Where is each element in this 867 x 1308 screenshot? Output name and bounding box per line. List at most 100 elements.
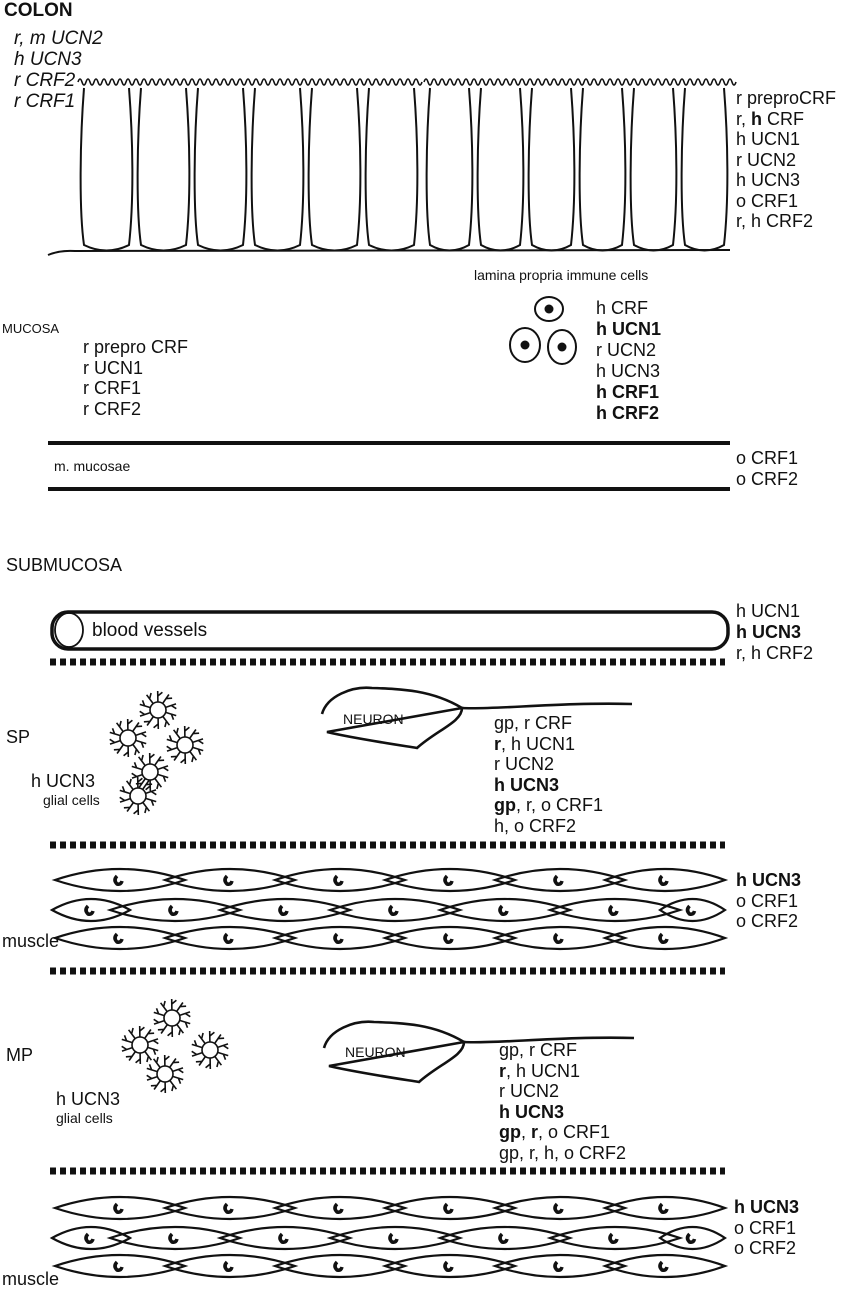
- muscle-cell-nucleus: [658, 1260, 669, 1272]
- muscle-cell-nucleus: [84, 904, 95, 916]
- muscle-cell-nucleus: [388, 904, 399, 916]
- muscle-cell-nucleus: [658, 932, 669, 944]
- immune-cell: [534, 296, 564, 322]
- mp-neuron-label: gp, r, h, o CRF2: [499, 1142, 627, 1163]
- smooth-muscle-cell: [106, 1225, 244, 1251]
- muscle-cell-nucleus: [333, 1202, 344, 1214]
- immune-cell: [547, 329, 577, 365]
- epithelial-cell: [476, 87, 525, 252]
- muscle-cell-nucleus: [658, 874, 669, 886]
- mucosa-label-item: r prepro CRF: [83, 337, 189, 357]
- muscle-cell-nucleus: [333, 1260, 344, 1272]
- epithelial-cell: [364, 87, 419, 252]
- immune-cell-nucleus: [520, 340, 530, 350]
- muscle-cell-nucleus: [84, 1232, 95, 1244]
- smooth-muscle-cell: [49, 1225, 133, 1251]
- mp-neuron-label: gp, r CRF: [499, 1040, 578, 1060]
- muscle-label-item: o CRF1: [736, 890, 799, 911]
- sp-label: SP: [6, 727, 31, 747]
- muscle-cell-nucleus: [223, 1202, 234, 1214]
- glial-cell: [131, 752, 169, 792]
- muscle-cell-nucleus: [113, 1202, 124, 1214]
- muscle-cell-nucleus: [113, 874, 124, 886]
- muscle-cell-nucleus: [278, 904, 289, 916]
- muscle-cell-nucleus: [113, 932, 124, 944]
- epithelial-cell: [79, 87, 134, 252]
- smooth-muscle-cell: [491, 1253, 629, 1279]
- epithelium-label: r preproCRF: [736, 88, 837, 108]
- mp-neuron-label: r UCN2: [499, 1081, 560, 1101]
- muscle-cell-nucleus: [553, 1260, 564, 1272]
- mp-label: MP: [6, 1045, 33, 1065]
- muscle-cell-nucleus: [553, 932, 564, 944]
- glial-cell: [119, 776, 157, 816]
- muscle-cell-nucleus: [685, 904, 697, 916]
- smooth-muscle-cell: [658, 1226, 727, 1250]
- epithelium-label: r, h CRF2: [736, 211, 814, 231]
- blood-vessels-label: blood vessels: [92, 620, 208, 641]
- muscle2-label-item: o CRF1: [734, 1217, 797, 1238]
- epithelial-cell: [136, 87, 191, 252]
- muscle-cell-nucleus: [443, 1260, 454, 1272]
- smooth-muscle-cell: [601, 925, 729, 951]
- m-mucosae-label-item: o CRF1: [736, 448, 799, 468]
- top-left-label: r, m UCN2: [14, 28, 103, 49]
- smooth-muscle-cell: [271, 867, 409, 893]
- mucosa-label-item: r UCN1: [83, 357, 144, 378]
- muscle-cell-nucleus: [443, 1202, 454, 1214]
- muscle-layer-1-cells: [49, 867, 729, 951]
- smooth-muscle-cell: [216, 897, 354, 923]
- glial-cell: [121, 1025, 159, 1065]
- muscle-cell-nucleus: [168, 904, 179, 916]
- smooth-muscle-cell: [546, 1225, 684, 1251]
- smooth-muscle-cell: [271, 925, 409, 951]
- immune-cell-label: h UCN3: [596, 361, 661, 381]
- muscle-cell-nucleus: [333, 874, 344, 886]
- muscle-cell-nucleus: [168, 1232, 179, 1244]
- mp-neuron-label: h UCN3: [499, 1101, 565, 1122]
- sp-neuron-label: r UCN2: [494, 754, 555, 774]
- sp-neuron-label: NEURON: [343, 711, 404, 727]
- glial-cell: [146, 1054, 184, 1094]
- muscle-cell-nucleus: [608, 904, 619, 916]
- mp-neuron-label: gp, r, o CRF1: [499, 1122, 611, 1142]
- muscle-label-item: h UCN3: [736, 870, 802, 890]
- epithelial-cell: [527, 87, 576, 252]
- muscle-cell-nucleus: [608, 1232, 619, 1244]
- smooth-muscle-cell: [381, 1253, 519, 1279]
- glial-cell: [191, 1030, 229, 1070]
- smooth-muscle-cell: [161, 867, 299, 893]
- layer-boundaries: [48, 441, 730, 1175]
- epithelial-cell: [307, 87, 362, 252]
- sp-neuron-icon: [320, 686, 633, 750]
- neuron-outline: [322, 1020, 635, 1084]
- submucosa-label: SUBMUCOSA: [6, 555, 123, 575]
- smooth-muscle-cell: [381, 1195, 519, 1221]
- muscle2-label-item: h UCN3: [734, 1197, 800, 1217]
- smooth-muscle-cell: [491, 1195, 629, 1221]
- smooth-muscle-cell: [491, 925, 629, 951]
- brush-border: [77, 78, 423, 86]
- smooth-muscle-cell: [491, 867, 629, 893]
- muscle-cell-nucleus: [113, 1260, 124, 1272]
- smooth-muscle-cell: [381, 925, 519, 951]
- immune-cells-icon: [509, 296, 577, 365]
- immune-cell-label: h CRF1: [596, 382, 659, 402]
- epithelium-columnar-cells: [47, 78, 737, 256]
- mp-neuron-label: NEURON: [345, 1044, 406, 1060]
- top-left-label: h UCN3: [14, 49, 82, 70]
- mp-glial-caption: glial cells: [56, 1110, 113, 1126]
- muscle-cell-nucleus: [223, 874, 234, 886]
- immune-cell-nucleus: [544, 304, 554, 314]
- blood-vessel-icon: [50, 610, 730, 651]
- smooth-muscle-cell: [271, 1195, 409, 1221]
- immune-cell: [509, 327, 541, 363]
- m-mucosae-label: m. mucosae: [54, 458, 131, 474]
- blood-vessel-tube: [50, 610, 730, 651]
- sp-glial-cells-icon: [109, 690, 204, 816]
